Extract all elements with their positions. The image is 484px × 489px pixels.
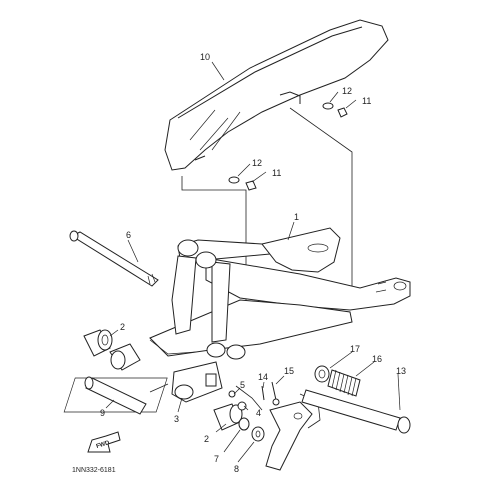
callout-labels: 10 12 11 12 11 1 6 2 5 4 3 14 15 2 7 8 9…	[100, 52, 406, 474]
callout-5: 5	[240, 380, 245, 390]
callout-16: 16	[372, 354, 382, 364]
chain-case	[164, 19, 389, 171]
callout-11-lower: 11	[272, 168, 281, 178]
callout-1: 1	[294, 212, 299, 222]
callout-2-upper: 2	[120, 322, 125, 332]
bushing-right	[213, 403, 243, 431]
fwd-arrow-icon: FWD	[87, 431, 121, 453]
callout-6: 6	[126, 230, 131, 240]
collar-left	[109, 343, 141, 371]
small-fasteners	[228, 381, 280, 411]
callout-2-lower: 2	[204, 434, 209, 444]
diagram-code: 1NN332-6181	[72, 467, 116, 474]
callout-12-upper: 12	[342, 86, 352, 96]
callout-14: 14	[258, 372, 268, 382]
spring-16	[327, 369, 361, 397]
leader-lines	[105, 61, 401, 463]
callout-15: 15	[284, 366, 294, 376]
pipe	[63, 376, 168, 415]
callout-11-upper: 11	[362, 96, 371, 106]
callout-10: 10	[200, 52, 210, 62]
collar-17	[314, 365, 330, 383]
washer-nut	[238, 417, 265, 442]
bushing-left	[83, 329, 113, 357]
callout-9: 9	[100, 408, 105, 418]
callout-13: 13	[396, 366, 406, 376]
callout-4: 4	[256, 408, 261, 418]
callout-3: 3	[174, 414, 179, 424]
callout-7: 7	[214, 454, 219, 464]
callout-12-lower: 12	[252, 158, 262, 168]
fwd-label: FWD	[96, 440, 111, 450]
pivot-shaft	[69, 230, 159, 287]
callout-17: 17	[350, 344, 360, 354]
callout-8: 8	[234, 464, 239, 474]
bolt-lower	[228, 176, 257, 191]
rear-arm	[149, 227, 411, 403]
pin-13	[301, 389, 411, 434]
bolt-upper	[322, 102, 348, 118]
